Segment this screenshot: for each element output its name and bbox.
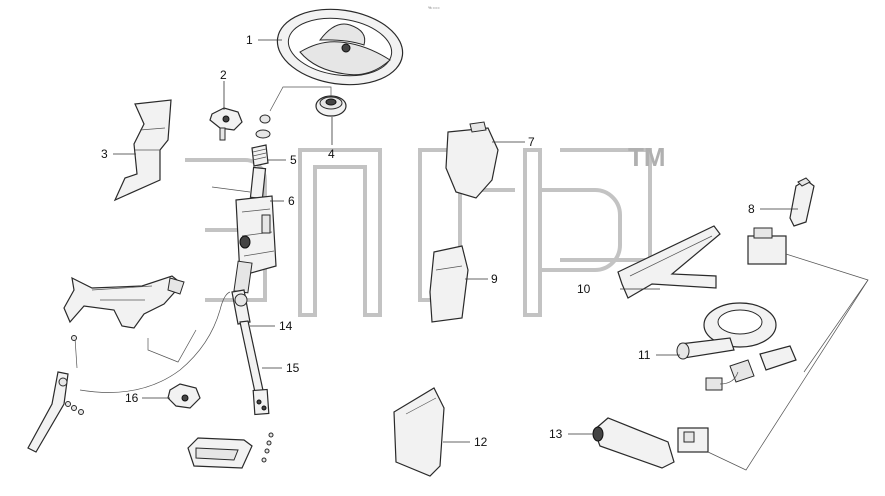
switch-housing — [445, 121, 499, 199]
callout-6: 6 — [288, 194, 295, 208]
column-bracket — [63, 275, 185, 329]
wiper-lever — [747, 177, 815, 265]
callout-3: 3 — [101, 147, 108, 161]
callout-15: 15 — [286, 361, 300, 375]
shaft-link-line — [211, 186, 251, 193]
callout-9: 9 — [491, 272, 498, 286]
lower-u-joint — [252, 388, 270, 416]
steering-column-upper — [233, 166, 277, 294]
side-trim — [429, 245, 469, 323]
bottom-housing — [187, 432, 274, 469]
callout-2: 2 — [220, 68, 227, 82]
steering-wheel — [276, 8, 404, 86]
horn-cap — [315, 95, 347, 117]
callout-1: 1 — [246, 33, 253, 47]
watermark-tm: TM — [628, 142, 666, 172]
horn-cap-link-line — [269, 86, 332, 112]
callout-leaders — [113, 39, 798, 443]
shroud-cover — [113, 99, 172, 202]
scale-note: % === — [428, 5, 440, 10]
turn-signal-lever — [592, 417, 709, 469]
lever-link-line — [79, 291, 231, 393]
callout-13: 13 — [549, 427, 563, 441]
adjust-knob — [209, 107, 243, 141]
lock-knob — [167, 383, 201, 409]
callout-4: 4 — [328, 147, 335, 161]
bracket-plate — [617, 225, 721, 299]
intermediate-shaft — [231, 289, 265, 398]
callout-10: 10 — [577, 282, 591, 296]
callout-16: 16 — [125, 391, 139, 405]
watermark-logo: TM — [185, 142, 666, 317]
callout-8: 8 — [748, 202, 755, 216]
callout-5: 5 — [290, 153, 297, 167]
callout-12: 12 — [474, 435, 488, 449]
nut-washer-spring — [251, 114, 271, 167]
lever-connector-line — [707, 279, 869, 471]
callout-7: 7 — [528, 135, 535, 149]
combination-switch — [676, 302, 797, 391]
bracket-link-line — [147, 329, 197, 363]
callout-11: 11 — [638, 348, 651, 362]
tilt-lever — [27, 335, 84, 453]
switch-link-line — [785, 253, 869, 373]
callout-14: 14 — [279, 319, 293, 333]
lower-shroud — [393, 387, 445, 477]
